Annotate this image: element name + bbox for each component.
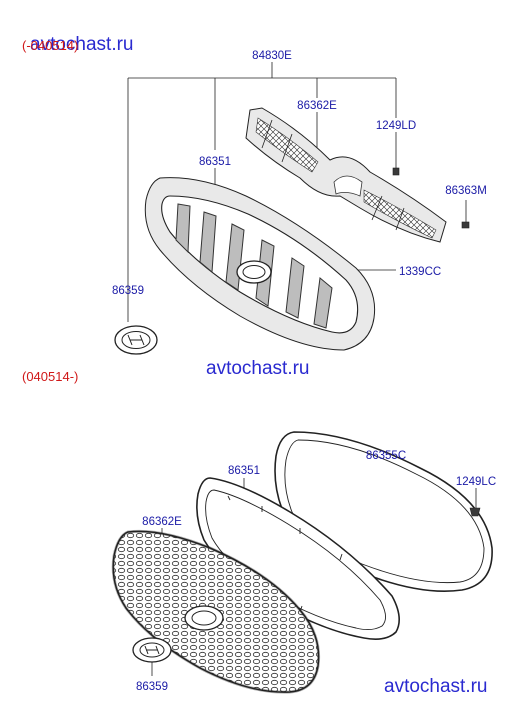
callout-86363m: 86363M bbox=[445, 185, 487, 197]
screw-1249ld bbox=[392, 167, 400, 176]
callout-1249lc: 1249LC bbox=[456, 476, 496, 488]
callout-86362e-lower: 86362E bbox=[142, 516, 182, 528]
callout-1249ld: 1249LD bbox=[376, 120, 416, 132]
clip-86363m bbox=[461, 221, 470, 229]
lower-date-range: (040514-) bbox=[22, 369, 78, 384]
watermark-top: avtochast.ru bbox=[30, 34, 134, 55]
callout-86359-lower: 86359 bbox=[136, 681, 168, 693]
callout-1339cc: 1339CC bbox=[399, 266, 441, 278]
watermark-middle: avtochast.ru bbox=[206, 358, 310, 379]
grille-insert-lower bbox=[111, 529, 321, 694]
callout-84830e: 84830E bbox=[252, 50, 292, 62]
callout-86359-upper: 86359 bbox=[112, 285, 144, 297]
upper-date-range: (-040514) bbox=[22, 38, 78, 53]
callout-86355c: 86355C bbox=[366, 450, 406, 462]
callout-86351-upper: 86351 bbox=[199, 156, 231, 168]
callout-86362e-upper: 86362E bbox=[297, 100, 337, 112]
grille-frame-lower bbox=[196, 477, 400, 640]
screw-1249lc bbox=[469, 507, 481, 517]
grille-insert-upper bbox=[245, 107, 447, 243]
watermark-bottom: avtochast.ru bbox=[384, 676, 488, 697]
lower-section: (040514-) bbox=[22, 369, 496, 694]
grille-upper bbox=[144, 177, 376, 351]
upper-section: avtochast.ru (-040514) bbox=[22, 34, 487, 355]
callout-86351-lower: 86351 bbox=[228, 465, 260, 477]
emblem-upper bbox=[114, 325, 158, 355]
upper-leader-lines bbox=[127, 62, 467, 322]
emblem-lower bbox=[132, 637, 172, 663]
